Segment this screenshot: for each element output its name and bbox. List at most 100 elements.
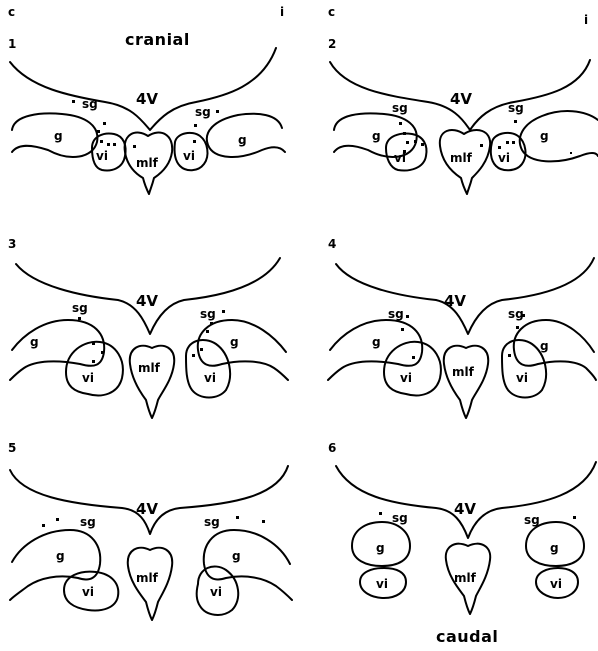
neuron-marker — [516, 326, 519, 329]
label-mlf: mlf — [450, 151, 473, 165]
neuron-marker — [194, 124, 197, 127]
corner-label-ipsilateral-left: i — [280, 5, 284, 19]
label-sg-left: sg — [388, 307, 404, 321]
label-g-left: g — [54, 129, 63, 143]
label-g-right: g — [550, 541, 559, 555]
label-4v: 4V — [136, 292, 158, 310]
panel-number-2: 2 — [328, 37, 336, 51]
label-vi-left: vi — [400, 371, 412, 385]
neuron-marker — [508, 354, 511, 357]
label-g-right: g — [232, 549, 241, 563]
neuron-marker — [412, 356, 415, 359]
label-4v: 4V — [454, 500, 476, 518]
section-panel-2: 2 4V sg sg g g vi vi mlf — [328, 37, 598, 194]
neuron-marker — [401, 328, 404, 331]
neuron-marker — [56, 518, 59, 521]
neuron-marker — [206, 330, 209, 333]
label-g-right: g — [230, 335, 239, 349]
neuron-marker — [514, 120, 517, 123]
panel-number-4: 4 — [328, 237, 336, 251]
neuron-marker — [192, 354, 195, 357]
label-sg-right: sg — [195, 105, 211, 119]
label-g-right: g — [238, 133, 247, 147]
mlf-outline — [130, 346, 174, 418]
label-mlf: mlf — [452, 365, 475, 379]
neuron-marker — [399, 122, 402, 125]
abducens-nucleus-left — [386, 134, 426, 171]
neuron-marker — [403, 150, 406, 153]
genu-right — [520, 111, 598, 161]
neuron-marker — [92, 342, 95, 345]
label-g-left: g — [372, 335, 381, 349]
label-g-left: g — [56, 549, 65, 563]
label-vi-left: vi — [82, 585, 94, 599]
label-vi-right: vi — [550, 577, 562, 591]
corner-label-contralateral-left: c — [8, 5, 15, 19]
label-sg-right: sg — [200, 307, 216, 321]
label-sg-right: sg — [508, 101, 524, 115]
neuron-marker — [512, 141, 515, 144]
neuron-marker — [498, 146, 501, 149]
neuron-marker — [72, 100, 75, 103]
section-panel-4: 4 4V sg sg g g vi vi mlf — [328, 237, 596, 418]
neuron-marker — [100, 140, 103, 143]
neuron-marker — [216, 110, 219, 113]
label-sg-right: sg — [204, 515, 220, 529]
title-caudal: caudal — [436, 627, 498, 646]
label-mlf: mlf — [136, 571, 159, 585]
label-vi-left: vi — [376, 577, 388, 591]
label-vi-left: vi — [82, 371, 94, 385]
neuron-marker — [480, 144, 483, 147]
label-g-right: g — [540, 339, 549, 353]
label-mlf: mlf — [454, 571, 477, 585]
corner-label-contralateral-right: c — [328, 5, 335, 19]
panel-number-3: 3 — [8, 237, 16, 251]
label-vi-left: vi — [394, 151, 406, 165]
panel-number-6: 6 — [328, 441, 336, 455]
label-sg-right: sg — [508, 307, 524, 321]
neuron-marker — [92, 360, 95, 363]
label-sg-left: sg — [392, 511, 408, 525]
label-sg-left: sg — [72, 301, 88, 315]
neuron-marker — [200, 348, 203, 351]
label-mlf: mlf — [138, 361, 161, 375]
neuron-marker — [522, 314, 525, 317]
neuron-marker — [113, 143, 116, 146]
label-g-left: g — [30, 335, 39, 349]
mlf-outline — [444, 346, 488, 418]
label-vi-left: vi — [96, 149, 108, 163]
abducens-nucleus-left — [384, 342, 441, 396]
neuron-marker — [379, 512, 382, 515]
labeled-neurons-panel-6 — [379, 512, 576, 519]
section-panel-6: 6 4V sg sg g g vi vi mlf — [328, 441, 596, 614]
panel-number-1: 1 — [8, 37, 16, 51]
neuron-marker — [42, 524, 45, 527]
floor-of-fourth-ventricle — [10, 48, 276, 130]
label-sg-left: sg — [392, 101, 408, 115]
neuron-marker — [103, 122, 106, 125]
neuron-marker — [193, 140, 196, 143]
neuron-marker — [133, 145, 136, 148]
label-vi-right: vi — [498, 151, 510, 165]
neuron-marker — [406, 141, 409, 144]
label-vi-right: vi — [183, 149, 195, 163]
neuron-marker — [406, 315, 409, 318]
label-vi-right: vi — [516, 371, 528, 385]
title-cranial: cranial — [125, 30, 190, 49]
neuron-marker — [262, 520, 265, 523]
corner-label-ipsilateral-right: i — [584, 13, 588, 27]
label-4v: 4V — [136, 90, 158, 108]
label-4v: 4V — [444, 292, 466, 310]
label-sg-left: sg — [82, 97, 98, 111]
label-vi-right: vi — [210, 585, 222, 599]
neuron-marker — [570, 152, 572, 154]
neuron-marker — [210, 322, 213, 325]
neuron-marker — [414, 140, 417, 143]
neuron-marker — [421, 143, 424, 146]
label-4v: 4V — [450, 90, 472, 108]
neuron-marker — [78, 317, 81, 320]
label-g-right: g — [540, 129, 549, 143]
label-vi-right: vi — [204, 371, 216, 385]
label-4v: 4V — [136, 500, 158, 518]
